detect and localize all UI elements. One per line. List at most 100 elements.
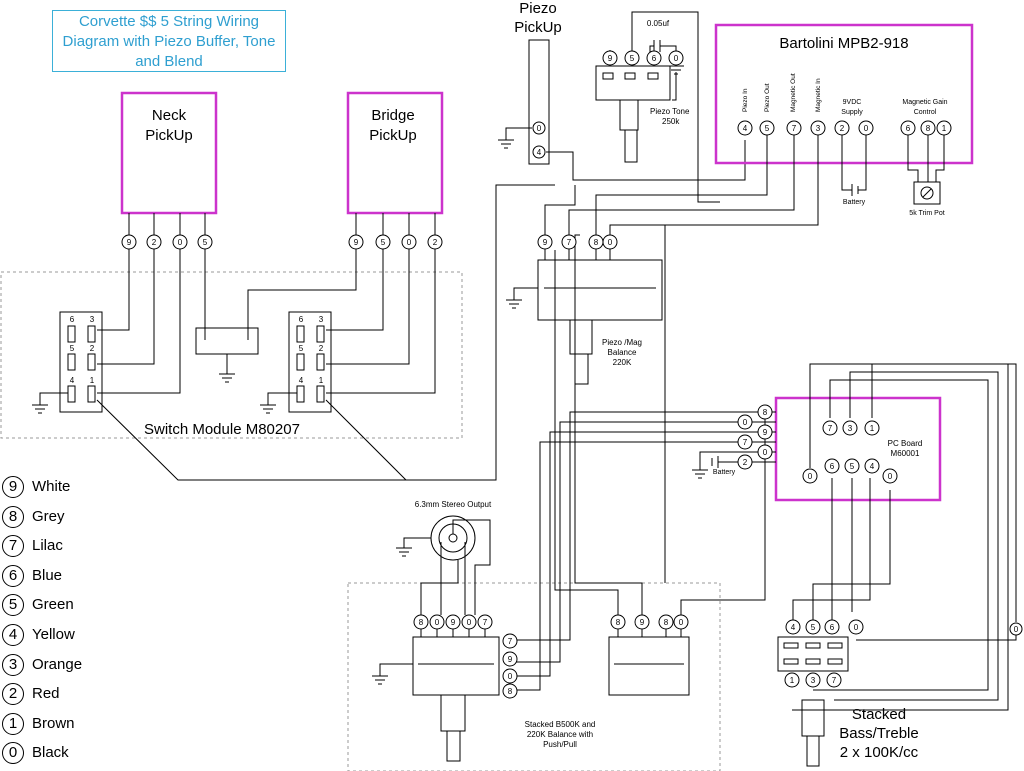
svg-text:5: 5 <box>70 344 75 353</box>
terminal-blend-top <box>413 614 429 630</box>
terminal-blend-side <box>502 683 518 699</box>
svg-text:Bass/Treble: Bass/Treble <box>839 725 918 742</box>
svg-text:6: 6 <box>299 315 304 324</box>
legend-item: 2 Red <box>2 681 122 711</box>
terminal-label: 0 <box>608 238 613 247</box>
piezo-tone-label-1: Piezo Tone <box>650 107 690 116</box>
switch-module-label: Switch Module M80207 <box>144 421 300 438</box>
terminal-label: 7 <box>743 438 748 447</box>
terminal-label: 8 <box>594 238 599 247</box>
legend-color-name: Brown <box>32 714 75 732</box>
cap-label: 0.05uf <box>647 19 670 28</box>
terminal-pc-top <box>822 420 838 436</box>
terminal-blend-top <box>429 614 445 630</box>
terminal-label: 2 <box>743 458 748 467</box>
terminal-piezo-pickup <box>532 145 546 159</box>
terminal-neck <box>172 234 188 250</box>
terminal-piezo-tone <box>668 50 684 66</box>
terminal-label: 0 <box>537 124 542 133</box>
terminal-balance <box>602 234 618 250</box>
svg-text:2: 2 <box>319 344 324 353</box>
terminal-balance2-top <box>673 614 689 630</box>
bridge-pickup <box>346 91 444 215</box>
terminal-bridge <box>348 234 364 250</box>
terminal-label: 0 <box>1014 625 1019 634</box>
terminal-pc-bottom <box>864 458 880 474</box>
terminal-label: 0 <box>407 238 412 247</box>
terminal-label: 2 <box>152 238 157 247</box>
neck-pickup <box>120 91 218 215</box>
svg-text:Magnetic Gain: Magnetic Gain <box>902 99 947 106</box>
terminal-label: 4 <box>870 462 875 471</box>
bridge-label-2: PickUp <box>369 127 417 144</box>
terminal-pc-left <box>737 414 753 430</box>
terminal-label: 0 <box>508 672 513 681</box>
svg-text:Magnetic Out: Magnetic Out <box>790 73 797 112</box>
terminal-bartolini <box>900 120 916 136</box>
terminal-label: 0 <box>888 472 893 481</box>
legend-color-name: Grey <box>32 507 65 525</box>
legend-color-name: Red <box>32 685 60 703</box>
terminal-label: 0 <box>679 618 684 627</box>
terminal-neck <box>197 234 213 250</box>
terminal-label: 9 <box>354 238 359 247</box>
svg-text:PC Board: PC Board <box>888 439 923 448</box>
svg-text:2 x 100K/cc: 2 x 100K/cc <box>840 744 919 761</box>
terminal-label: 8 <box>616 618 621 627</box>
terminal-label: 0 <box>435 618 440 627</box>
terminal-label: 9 <box>127 238 132 247</box>
legend-number: 2 <box>2 683 24 706</box>
terminal-balance2-top <box>658 614 674 630</box>
terminal-label: 1 <box>870 424 875 433</box>
terminal-label: 9 <box>640 618 645 627</box>
terminal-label: 1 <box>942 124 947 133</box>
legend-number: 4 <box>2 623 24 646</box>
terminal-pc-left <box>757 444 773 460</box>
terminal-label: 0 <box>808 472 813 481</box>
terminal-label: 7 <box>567 238 572 247</box>
neck-label-1: Neck <box>152 107 187 124</box>
terminal-label: 6 <box>906 124 911 133</box>
terminal-piezo-tone <box>646 50 662 66</box>
terminal-label: 0 <box>854 623 859 632</box>
pc-board <box>774 396 942 502</box>
trim-pot-label: 5k Trim Pot <box>909 210 944 217</box>
svg-text:6: 6 <box>70 315 75 324</box>
svg-text:220K: 220K <box>613 358 632 367</box>
terminal-label: 5 <box>630 54 635 63</box>
terminal-bartolini <box>786 120 802 136</box>
terminal-pc-bottom <box>802 468 818 484</box>
svg-text:1: 1 <box>90 376 95 385</box>
svg-text:Push/Pull: Push/Pull <box>543 740 577 749</box>
ground-symbols <box>32 65 708 685</box>
terminal-label: 4 <box>743 124 748 133</box>
terminal-blend-side <box>502 633 518 649</box>
svg-text:Stacked B500K and: Stacked B500K and <box>525 720 596 729</box>
svg-text:Piezo In: Piezo In <box>742 88 749 112</box>
terminal-label: 4 <box>537 148 542 157</box>
terminal-label: 0 <box>864 124 869 133</box>
terminal-label: 9 <box>763 428 768 437</box>
terminal-tone-bottom <box>784 672 800 688</box>
terminal-blend-top <box>477 614 493 630</box>
terminal-label: 7 <box>508 637 513 646</box>
terminal-tone-top <box>824 619 840 635</box>
terminal-label: 7 <box>832 676 837 685</box>
terminal-bartolini <box>834 120 850 136</box>
terminal-label: 7 <box>483 618 488 627</box>
terminal-bartolini <box>920 120 936 136</box>
terminal-tone-top <box>848 619 864 635</box>
piezo-label-1: Piezo <box>519 0 557 17</box>
svg-text:3: 3 <box>319 315 324 324</box>
svg-text:Control: Control <box>914 109 937 116</box>
svg-text:9VDC: 9VDC <box>843 99 862 106</box>
terminal-neck <box>146 234 162 250</box>
legend-number: 3 <box>2 653 24 676</box>
